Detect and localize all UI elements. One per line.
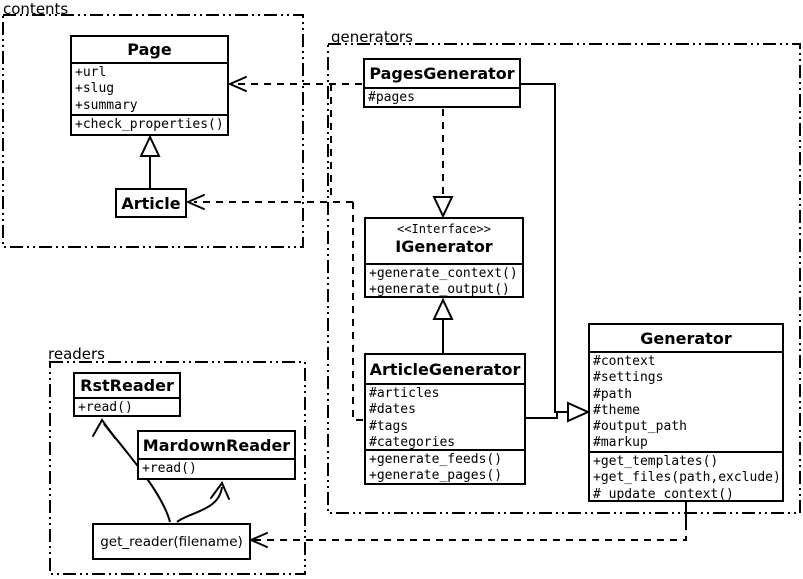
package-border-generators xyxy=(327,43,801,514)
attribute: #tags xyxy=(369,418,409,434)
class-article: Article xyxy=(115,188,187,218)
dependency-generator-getreader-line xyxy=(253,523,687,541)
method: +read() xyxy=(142,461,197,476)
class-page: Page +url +slug +summary +check_properti… xyxy=(70,35,229,136)
arrow-getreader-markdownreader-arrowhead xyxy=(210,481,230,500)
method: +get_templates() xyxy=(593,454,719,469)
attribute: +url xyxy=(75,65,107,80)
attributes-compartment: #pages xyxy=(365,87,519,106)
function-box-get-reader: get_reader(filename) xyxy=(92,523,251,560)
dependency-articlegenerator-branch-line xyxy=(352,202,363,421)
class-header: <<Interface>> IGenerator xyxy=(366,219,522,263)
attribute: #settings xyxy=(593,370,664,386)
class-rst-reader: RstReader +read() xyxy=(73,372,181,417)
attribute: #output_path xyxy=(593,419,687,435)
methods-compartment: +get_templates() +get_files(path,exclude… xyxy=(590,451,782,500)
package-label-contents: contents xyxy=(3,0,69,18)
method: +get_files(path,exclude) xyxy=(593,470,781,486)
method: +generate_context() xyxy=(369,266,518,281)
class-title: Page xyxy=(127,40,172,59)
methods-compartment: +check_properties() xyxy=(72,114,227,134)
attribute: #dates xyxy=(369,402,416,418)
method: +generate_pages() xyxy=(369,468,503,483)
method: +generate_output() xyxy=(369,282,510,296)
dependency-pagesgenerator-page-arrowhead xyxy=(227,76,247,92)
class-title: Article xyxy=(121,193,181,213)
class-title: Generator xyxy=(640,328,732,348)
methods-compartment: +generate_feeds() +generate_pages() xyxy=(366,449,524,483)
dependency-generator-getreader-arrowhead xyxy=(248,532,268,548)
class-title: MardownReader xyxy=(142,435,291,455)
arrow-getreader-markdownreader-line xyxy=(176,486,223,523)
class-title: ArticleGenerator xyxy=(369,359,521,379)
generalization-article-page-arrowhead xyxy=(139,134,161,157)
package-label-readers: readers xyxy=(48,345,105,363)
stereotype-label: <<Interface>> xyxy=(397,222,491,236)
realization-pagesgenerator-igenerator-arrowhead xyxy=(432,196,454,219)
method: +generate_feeds() xyxy=(369,452,503,467)
attribute: #path xyxy=(593,386,633,402)
methods-compartment: +generate_context() +generate_output() xyxy=(366,263,522,296)
method: #_update_context() xyxy=(593,486,734,500)
methods-compartment: +read() xyxy=(139,458,294,478)
method: +read() xyxy=(78,400,133,415)
generalization-articlegenerator-igenerator-arrowhead xyxy=(432,297,454,320)
arrow-getreader-rstreader-arrowhead xyxy=(92,418,116,439)
attribute: #categories xyxy=(369,434,456,449)
attribute: #pages xyxy=(368,90,415,105)
attribute: +slug xyxy=(75,81,115,97)
methods-compartment: +read() xyxy=(75,397,179,415)
class-igenerator: <<Interface>> IGenerator +generate_conte… xyxy=(364,217,524,298)
class-pages-generator: PagesGenerator #pages xyxy=(363,58,521,108)
class-title: RstReader xyxy=(80,376,174,395)
class-title: PagesGenerator xyxy=(369,64,515,83)
attribute: +summary xyxy=(75,97,138,113)
class-markdown-reader: MardownReader +read() xyxy=(137,430,296,480)
class-article-generator: ArticleGenerator #articles #dates #tags … xyxy=(364,353,526,485)
generalization-pagesgenerator-generator-line xyxy=(521,83,567,413)
class-generator: Generator #context #settings #path #them… xyxy=(588,323,784,502)
attribute: #context xyxy=(593,354,656,369)
generalization-generator-arrowhead xyxy=(567,401,591,423)
package-label-generators: generators xyxy=(331,28,413,46)
attributes-compartment: #context #settings #path #theme #output_… xyxy=(590,351,782,451)
dependency-article-arrowhead xyxy=(185,194,205,210)
attribute: #theme xyxy=(593,402,640,418)
function-label: get_reader(filename) xyxy=(100,533,243,550)
attribute: #markup xyxy=(593,435,648,451)
attributes-compartment: +url +slug +summary xyxy=(72,62,227,114)
package-border-readers xyxy=(49,361,306,575)
generalization-articlegenerator-generator-line xyxy=(526,412,558,419)
attribute: #articles xyxy=(369,386,440,401)
package-border-contents xyxy=(2,14,304,248)
class-title: IGenerator xyxy=(395,237,493,256)
method: +check_properties() xyxy=(75,117,224,132)
attributes-compartment: #articles #dates #tags #categories xyxy=(366,383,524,449)
